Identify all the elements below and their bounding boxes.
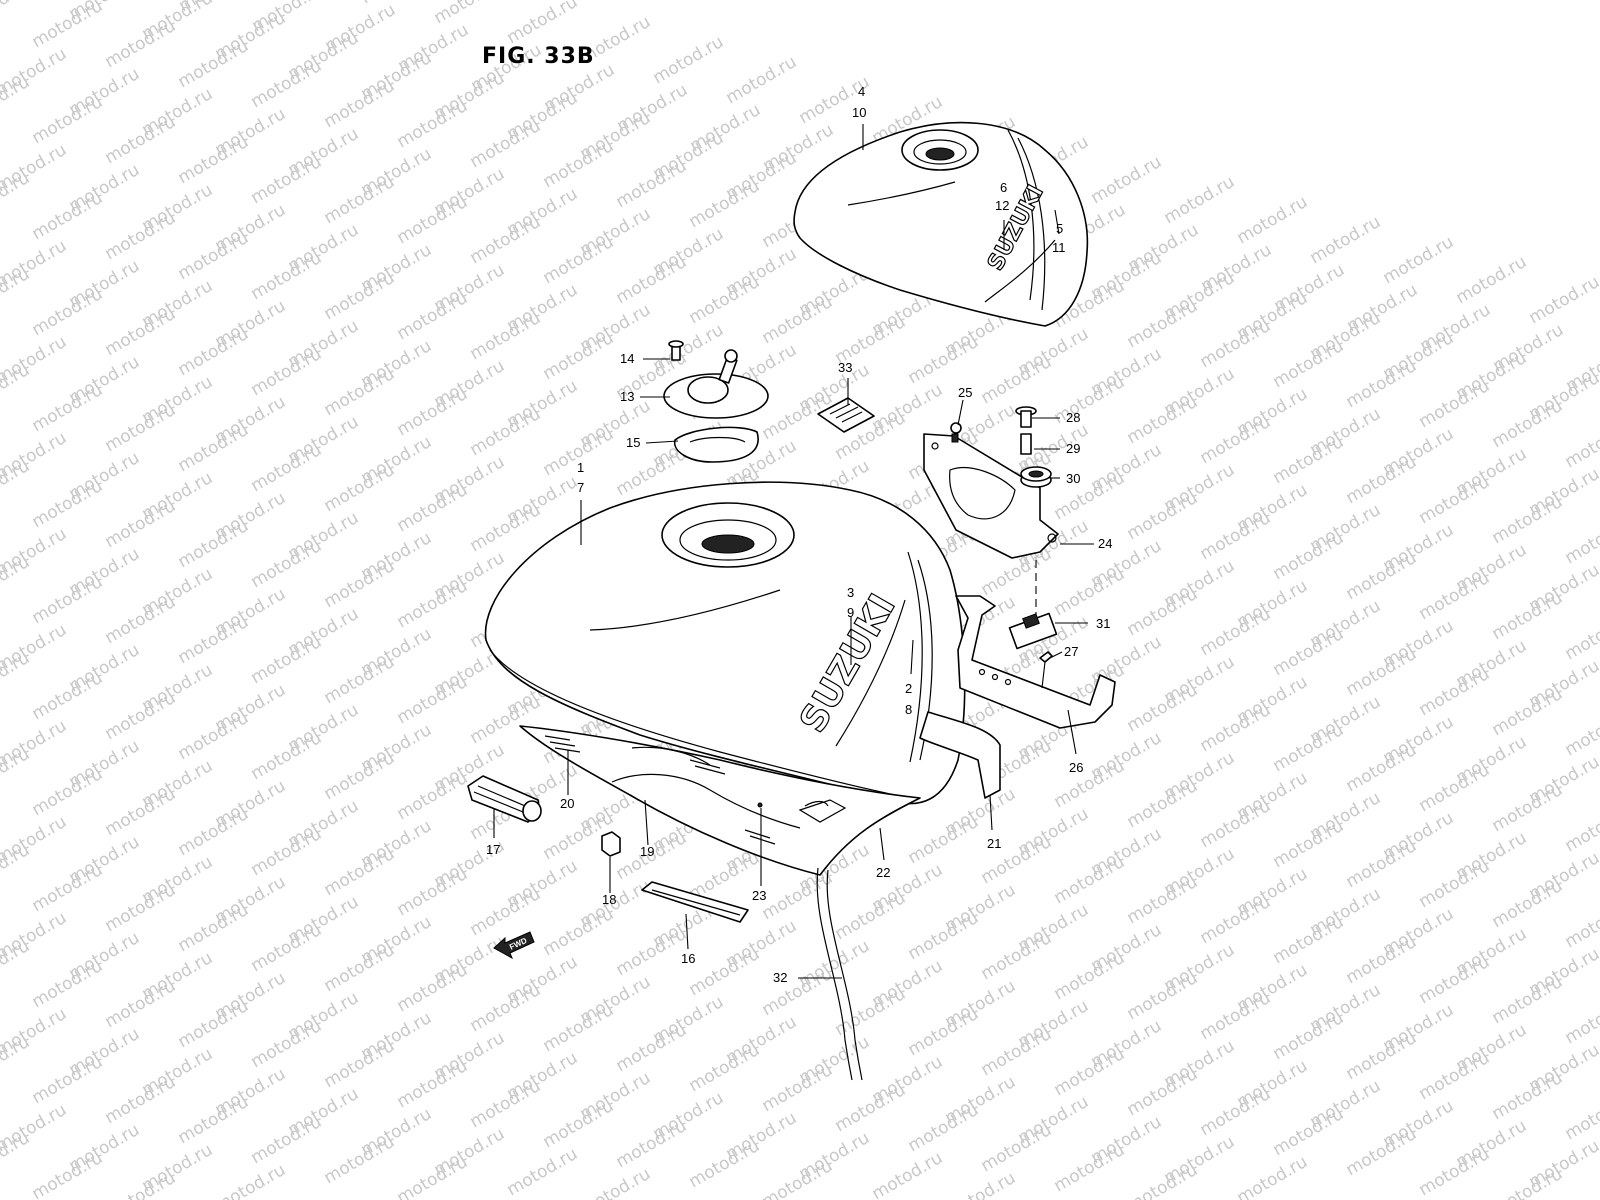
callout-8: 8 [905, 702, 912, 717]
callout-33: 33 [838, 360, 852, 375]
callout-30: 30 [1066, 471, 1080, 486]
frame-cover [919, 711, 1001, 799]
callout-2: 2 [905, 681, 912, 696]
callout-32: 32 [773, 970, 787, 985]
side-decals [519, 725, 921, 876]
seat-bracket [923, 406, 1059, 615]
fuel-cap-assembly [663, 340, 769, 463]
callout-7: 7 [577, 480, 584, 495]
callout-15: 15 [626, 435, 640, 450]
callout-1: 1 [577, 460, 584, 475]
callout-13: 13 [620, 389, 634, 404]
callout-25: 25 [958, 385, 972, 400]
forward-arrow: FWD [493, 931, 535, 960]
callout-21: 21 [987, 836, 1001, 851]
callout-14: 14 [620, 351, 634, 366]
callout-18: 18 [602, 892, 616, 907]
upper-fuel-tank: SUZUKI [793, 121, 1089, 327]
main-fuel-tank: SUZUKI [484, 481, 966, 805]
callout-17: 17 [486, 842, 500, 857]
callout-4: 4 [858, 84, 865, 99]
callout-27: 27 [1064, 644, 1078, 659]
callout-16: 16 [681, 951, 695, 966]
small-parts [467, 775, 863, 1081]
frame-bracket [955, 595, 1116, 729]
callout-10: 10 [852, 105, 866, 120]
callout-22: 22 [876, 865, 890, 880]
callout-19: 19 [640, 844, 654, 859]
callout-24: 24 [1098, 536, 1112, 551]
fuel-label-sticker [817, 397, 875, 433]
callout-3: 3 [847, 585, 854, 600]
callout-28: 28 [1066, 410, 1080, 425]
figure-title: FIG. 33B [482, 44, 595, 69]
callout-23: 23 [752, 888, 766, 903]
callout-31: 31 [1096, 616, 1110, 631]
callout-20: 20 [560, 796, 574, 811]
leader-lines [493, 124, 1094, 979]
callout-6: 6 [1000, 180, 1007, 195]
callout-numbers: 4 10 6 12 5 11 14 13 15 33 25 28 29 30 2… [486, 84, 1112, 985]
callout-9: 9 [847, 605, 854, 620]
callout-26: 26 [1069, 760, 1083, 775]
callout-29: 29 [1066, 441, 1080, 456]
callout-12: 12 [995, 198, 1009, 213]
callout-5: 5 [1056, 221, 1063, 236]
callout-11: 11 [1052, 240, 1066, 255]
